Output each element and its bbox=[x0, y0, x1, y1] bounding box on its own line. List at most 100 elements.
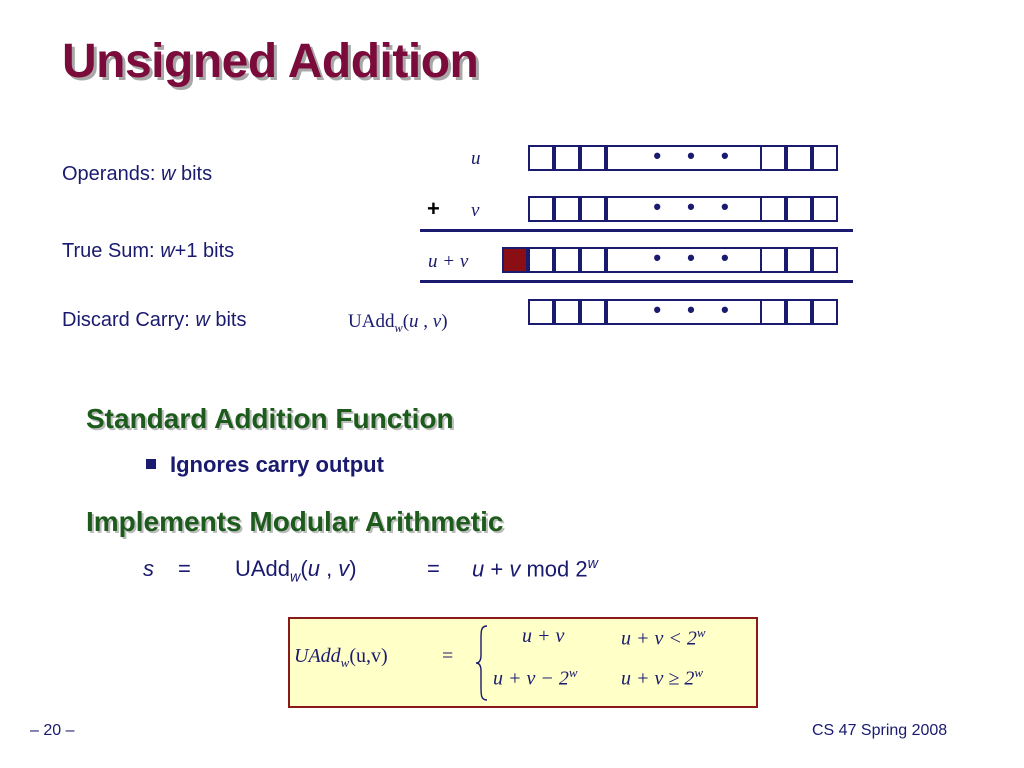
uadd-name: UAdd bbox=[348, 311, 395, 332]
operands-label: Operands: w bits bbox=[62, 163, 212, 186]
bit-cell bbox=[760, 247, 786, 273]
ellipsis: • • • bbox=[653, 143, 739, 168]
formula-lhs-name: UAdd bbox=[294, 645, 341, 667]
eq-s-var: s bbox=[143, 556, 154, 581]
eq-equals-1: = bbox=[178, 556, 191, 581]
formula-lhs-sub: w bbox=[340, 655, 350, 670]
case2-condition: u + v ≥ 2w bbox=[621, 665, 703, 691]
operands-suffix: bits bbox=[175, 163, 213, 185]
bit-cell bbox=[786, 145, 812, 171]
discard-prefix: Discard Carry: bbox=[62, 309, 196, 331]
eq-uadd: UAddw(u , v) bbox=[235, 556, 357, 585]
uadd-arg-u: u bbox=[409, 311, 419, 332]
uadd-arg-v: v bbox=[432, 311, 442, 332]
bit-cell bbox=[554, 299, 580, 325]
bit-cell bbox=[786, 299, 812, 325]
case2-cond-text: u + v ≥ 2 bbox=[621, 667, 695, 690]
bit-cell bbox=[528, 145, 554, 171]
carry-bit-cell bbox=[502, 247, 528, 273]
sum-divider-bottom bbox=[420, 280, 853, 283]
case2-value-sup: w bbox=[568, 665, 578, 680]
eq-close-paren: ) bbox=[349, 556, 357, 581]
bit-cell-span bbox=[606, 196, 762, 222]
formula-box: UAddw(u,v) = u + v u + v < 2w u + v − 2w… bbox=[288, 617, 758, 708]
eq-modular: u + v mod 2w bbox=[472, 556, 598, 582]
heading-modular-arithmetic: Implements Modular Arithmetic bbox=[86, 506, 504, 537]
formula-lhs-args: (u,v) bbox=[349, 645, 388, 667]
bit-cell bbox=[580, 145, 606, 171]
bit-cell bbox=[580, 196, 606, 222]
ellipsis: • • • bbox=[653, 297, 739, 322]
bitrow-v: • • • bbox=[502, 194, 838, 222]
eq-plus: + bbox=[484, 556, 510, 582]
formula-equals: = bbox=[442, 645, 454, 667]
eq-v: v bbox=[338, 556, 350, 581]
true-sum-prefix: True Sum: bbox=[62, 240, 161, 262]
bullet-square-icon bbox=[146, 459, 156, 470]
case1-cond-text: u + v < 2 bbox=[621, 627, 697, 650]
eq-s: s bbox=[143, 556, 154, 582]
row-uadd-label: UAddw(u , v) bbox=[348, 311, 448, 336]
bit-cell bbox=[760, 196, 786, 222]
eq-comma: , bbox=[319, 556, 339, 581]
bit-cell bbox=[580, 247, 606, 273]
eq-mod-sup: w bbox=[587, 556, 598, 572]
bit-cell bbox=[786, 247, 812, 273]
bitrow-sum: • • • bbox=[502, 245, 838, 273]
heading-standard-addition: Standard Addition Function bbox=[86, 403, 454, 434]
bit-cell-span bbox=[606, 299, 762, 325]
course-footer: CS 47 Spring 2008 bbox=[812, 722, 948, 739]
bit-cell bbox=[760, 299, 786, 325]
sum-divider-top bbox=[420, 229, 853, 232]
bit-cell bbox=[812, 247, 838, 273]
bullet-ignores-carry: Ignores carry output bbox=[146, 452, 384, 478]
true-sum-suffix: +1 bits bbox=[174, 240, 235, 262]
case2-value-text: u + v − 2 bbox=[493, 667, 569, 690]
case1-condition: u + v < 2w bbox=[621, 625, 706, 651]
eq-u: u bbox=[307, 556, 320, 581]
true-sum-var: w bbox=[160, 240, 175, 262]
plus-sign: + bbox=[427, 196, 440, 221]
ellipsis: • • • bbox=[653, 194, 739, 219]
eq-v2: v bbox=[509, 556, 521, 582]
bit-cell bbox=[554, 145, 580, 171]
true-sum-label: True Sum: w+1 bits bbox=[62, 240, 234, 263]
discard-carry-label: Discard Carry: w bits bbox=[62, 309, 247, 332]
eq-uadd-sub: w bbox=[290, 569, 301, 586]
operands-prefix: Operands: bbox=[62, 163, 161, 185]
eq-u2: u bbox=[472, 556, 485, 582]
bit-cell-span bbox=[606, 145, 762, 171]
bit-cell bbox=[812, 299, 838, 325]
bit-cell bbox=[528, 247, 554, 273]
eq-uadd-name: UAdd bbox=[235, 556, 291, 581]
uadd-comma: , bbox=[418, 311, 433, 332]
uadd-close-paren: ) bbox=[441, 311, 448, 332]
bit-cell bbox=[580, 299, 606, 325]
bit-cell bbox=[528, 299, 554, 325]
slide-title: Unsigned Addition bbox=[62, 35, 479, 88]
bit-cell bbox=[554, 196, 580, 222]
eq-open-paren: ( bbox=[300, 556, 308, 581]
uadd-sub: w bbox=[394, 320, 403, 335]
bit-cell bbox=[812, 145, 838, 171]
left-brace-icon bbox=[475, 625, 488, 701]
bullet-text: Ignores carry output bbox=[170, 452, 384, 477]
operands-var: w bbox=[160, 163, 176, 185]
row-sum-label: u + v bbox=[428, 251, 469, 272]
bit-cell bbox=[554, 247, 580, 273]
case1-value: u + v bbox=[522, 625, 565, 647]
bit-cell bbox=[760, 145, 786, 171]
page-number: – 20 – bbox=[30, 722, 75, 739]
formula-lhs: UAddw(u,v) bbox=[294, 645, 388, 671]
discard-var: w bbox=[195, 309, 210, 331]
bitrow-u: • • • bbox=[502, 143, 838, 171]
discard-suffix: bits bbox=[209, 309, 247, 331]
case2-value: u + v − 2w bbox=[493, 665, 578, 691]
case2-cond-sup: w bbox=[694, 665, 704, 680]
uadd-open-paren: ( bbox=[402, 311, 410, 332]
bit-cell bbox=[528, 196, 554, 222]
ellipsis: • • • bbox=[653, 245, 739, 270]
eq-mod: mod 2 bbox=[520, 556, 588, 582]
bit-cell bbox=[786, 196, 812, 222]
